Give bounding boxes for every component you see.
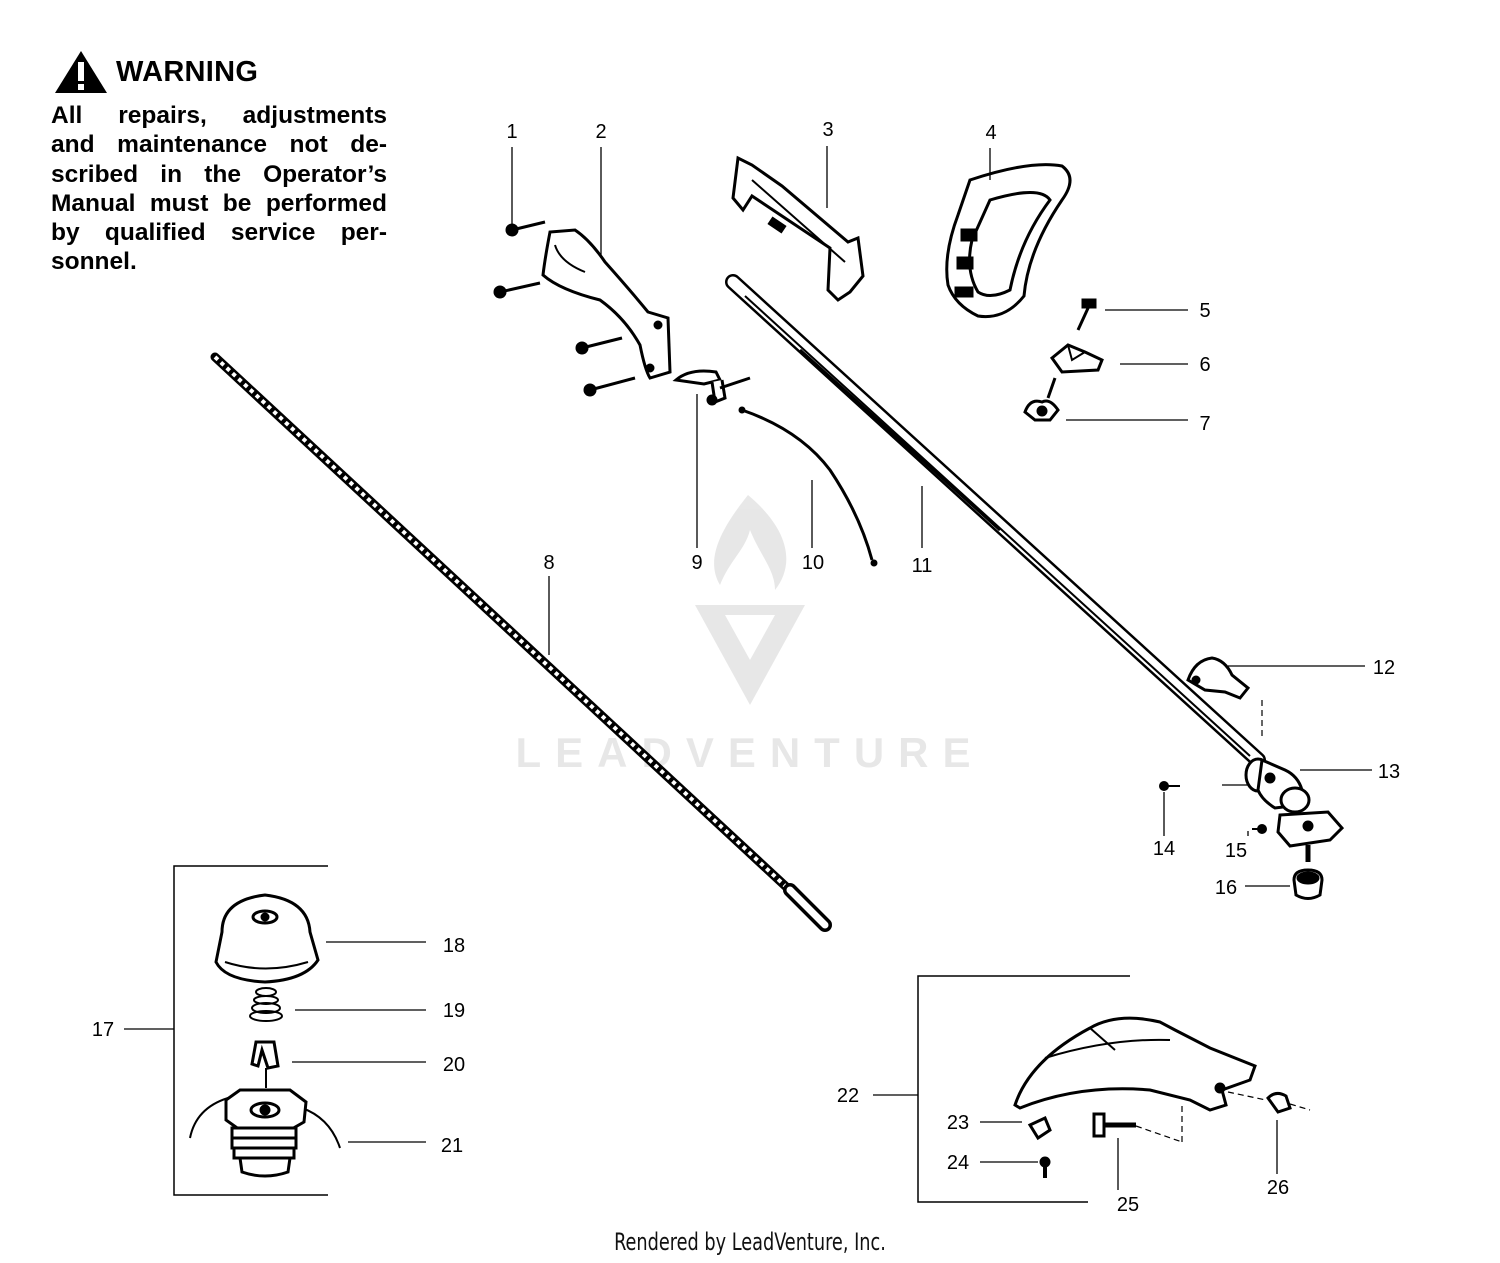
callout-10: 10	[802, 552, 824, 574]
warning-line: Manual must be performed	[51, 189, 387, 217]
callout-5: 5	[1199, 300, 1210, 322]
v-logo-icon	[695, 605, 805, 705]
callout-24: 24	[947, 1152, 969, 1174]
spool-cover	[214, 893, 320, 984]
clamp-hardware	[1023, 298, 1104, 422]
callout-9: 9	[691, 552, 702, 574]
callout-4: 4	[985, 122, 996, 144]
drive-shaft	[210, 352, 832, 932]
callout-15: 15	[1225, 840, 1247, 862]
callout-22: 22	[837, 1085, 859, 1107]
callout-11: 11	[912, 555, 933, 577]
spool	[189, 1088, 341, 1178]
callout-7: 7	[1199, 413, 1210, 435]
callout-12: 12	[1373, 657, 1395, 679]
drive-tube	[725, 274, 1266, 768]
adapter-nut	[1292, 868, 1324, 900]
callout-19: 19	[443, 1000, 465, 1022]
callout-3: 3	[822, 119, 833, 141]
warning-line: and maintenance not de-	[51, 131, 387, 159]
warning-title: WARNING	[116, 55, 259, 88]
gear-head	[1244, 757, 1345, 862]
spool-clip	[250, 1040, 280, 1088]
shield-clip	[1186, 656, 1251, 700]
flame-logo-icon	[714, 495, 787, 590]
callout-2: 2	[595, 121, 606, 143]
throttle-trigger	[672, 369, 751, 406]
callout-20: 20	[443, 1054, 465, 1076]
callout-6: 6	[1199, 354, 1210, 376]
throttle-cable	[738, 406, 878, 567]
leader-lines	[124, 146, 1372, 1190]
grass-shield	[1013, 1016, 1257, 1112]
dashed-guides	[1135, 700, 1311, 1143]
spring	[249, 987, 283, 1022]
callout-8: 8	[543, 552, 554, 574]
watermark: LEADVENTURE	[515, 495, 984, 776]
warning-line: sonnel.	[51, 248, 137, 276]
callout-14: 14	[1153, 838, 1175, 860]
loop-handle	[945, 163, 1072, 319]
warning-text: All repairs, adjustments and maintenance…	[51, 101, 387, 277]
handle-screws	[493, 220, 636, 397]
callout-25: 25	[1117, 1194, 1139, 1216]
callout-1: 1	[506, 121, 517, 143]
footer-credit: Rendered by LeadVenture, Inc.	[614, 1228, 886, 1256]
warning-line: All repairs, adjustments	[51, 102, 387, 129]
handle-bracket	[731, 155, 865, 302]
callout-17: 17	[92, 1019, 114, 1041]
warning-header: WARNING	[54, 50, 258, 94]
warning-line: scribed in the Operator’s	[51, 160, 387, 188]
warning-line: by qualified service per-	[51, 219, 387, 247]
callout-13: 13	[1378, 761, 1400, 783]
warning-triangle-icon	[55, 51, 107, 93]
shield-group	[917, 975, 1130, 1203]
callout-18: 18	[443, 935, 465, 957]
gearhead-screws	[1159, 781, 1267, 834]
rear-handle	[541, 228, 672, 380]
trimmer-head-group	[173, 865, 328, 1196]
watermark-text: LEADVENTURE	[515, 729, 984, 776]
callout-21: 21	[441, 1135, 463, 1157]
callout-16: 16	[1215, 877, 1237, 899]
callout-26: 26	[1267, 1177, 1289, 1199]
callout-23: 23	[947, 1112, 969, 1134]
shield-hardware	[1027, 1091, 1292, 1178]
